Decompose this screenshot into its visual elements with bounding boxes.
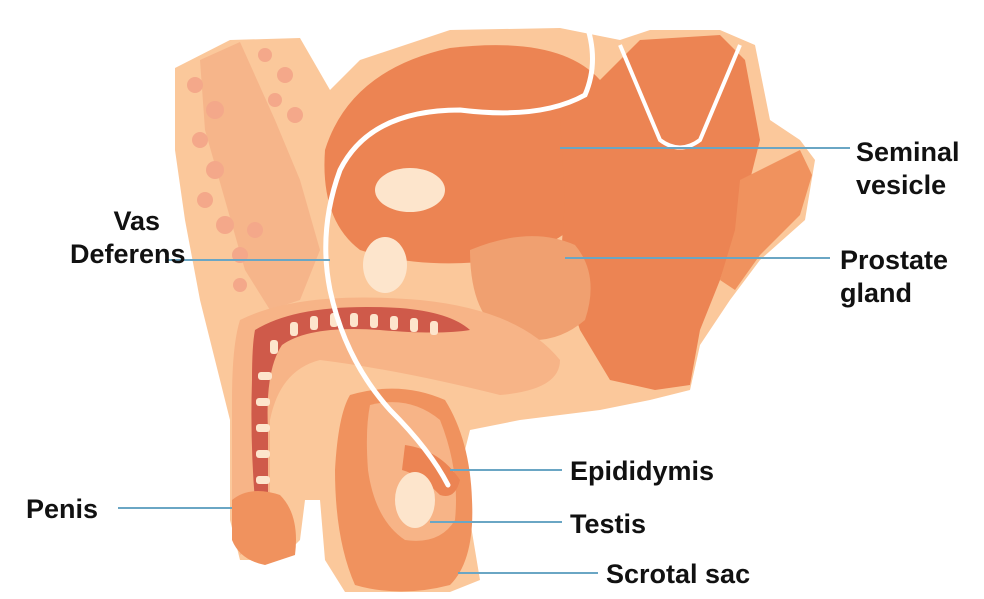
- seminal-vesicle-label-line-1: Seminal: [856, 136, 960, 169]
- vas-deferens-label-line-1: Vas: [70, 205, 160, 238]
- scrotal-sac-label: Scrotal sac: [606, 558, 750, 591]
- seminal-vesicle-label: Seminal vesicle: [856, 136, 960, 202]
- pubic-highlight: [363, 237, 407, 293]
- testis-highlight: [395, 472, 435, 528]
- vas-deferens-label: Vas Deferens: [70, 205, 160, 271]
- prostate-gland-label: Prostate gland: [840, 244, 948, 310]
- prostate-gland-label-line-2: gland: [840, 277, 948, 310]
- vas-deferens-label-line-2: Deferens: [70, 238, 160, 271]
- bladder-highlight: [375, 168, 445, 212]
- epididymis-label: Epididymis: [570, 455, 714, 488]
- seminal-vesicle-label-line-2: vesicle: [856, 169, 960, 202]
- testis-label: Testis: [570, 508, 646, 541]
- penis-label: Penis: [26, 493, 98, 526]
- prostate-gland-label-line-1: Prostate: [840, 244, 948, 277]
